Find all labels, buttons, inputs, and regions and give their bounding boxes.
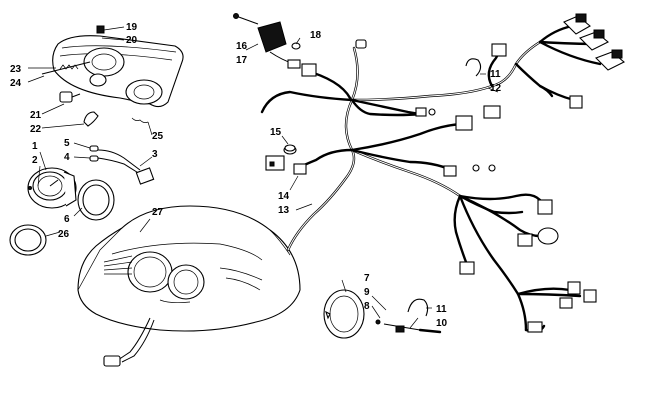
callout-23: 23 bbox=[10, 64, 22, 75]
callout-16: 16 bbox=[236, 41, 248, 52]
callout-12: 12 bbox=[490, 83, 502, 94]
pod-harness bbox=[103, 317, 155, 367]
gauge-1-2 bbox=[27, 151, 77, 209]
callout-24: 24 bbox=[10, 78, 22, 89]
callout-11-upper: 11 bbox=[490, 69, 501, 80]
callout-18: 18 bbox=[310, 30, 322, 41]
callout-20: 20 bbox=[126, 35, 138, 46]
instrument-pod-27 bbox=[77, 205, 301, 332]
bulb-socket-22 bbox=[41, 111, 99, 129]
headlight-assembly bbox=[52, 25, 184, 108]
harness-connectors bbox=[265, 13, 625, 333]
spring-25 bbox=[131, 117, 153, 136]
callout-labels: 19 20 23 24 21 22 25 5 4 3 1 2 6 26 27 1… bbox=[10, 22, 502, 329]
bezel-6 bbox=[73, 179, 115, 221]
callout-3: 3 bbox=[152, 149, 158, 160]
callout-9: 9 bbox=[364, 287, 370, 298]
callout-25: 25 bbox=[152, 131, 164, 142]
callout-17: 17 bbox=[236, 55, 248, 66]
gauge-7 bbox=[323, 279, 365, 339]
callout-7: 7 bbox=[364, 273, 370, 284]
callout-1: 1 bbox=[32, 141, 38, 152]
callout-8: 8 bbox=[364, 301, 370, 312]
bezel-ring-26 bbox=[9, 224, 61, 256]
callout-22: 22 bbox=[30, 124, 42, 135]
gauge-harness-3-4-5 bbox=[73, 142, 155, 185]
fuse-14-15 bbox=[281, 135, 299, 191]
callout-14: 14 bbox=[278, 191, 290, 202]
callout-27: 27 bbox=[152, 207, 164, 218]
clip-19 bbox=[96, 25, 105, 34]
clamp-11-upper bbox=[465, 58, 486, 77]
callout-4: 4 bbox=[64, 152, 70, 163]
adjuster-screw-23-24 bbox=[27, 61, 91, 83]
sensor-8-9-10 bbox=[371, 295, 442, 334]
clamp-11-lower bbox=[407, 298, 432, 317]
callout-19: 19 bbox=[126, 22, 138, 33]
callout-5: 5 bbox=[64, 138, 70, 149]
callout-26: 26 bbox=[58, 229, 70, 240]
callout-2: 2 bbox=[32, 155, 38, 166]
callout-15: 15 bbox=[270, 127, 282, 138]
callout-21: 21 bbox=[30, 110, 42, 121]
callout-6: 6 bbox=[64, 214, 70, 225]
bulb-21 bbox=[41, 91, 81, 115]
callout-13: 13 bbox=[278, 205, 290, 216]
regulator-16-17-18 bbox=[233, 13, 301, 69]
callout-11-lower: 11 bbox=[436, 304, 447, 315]
callout-10: 10 bbox=[436, 318, 448, 329]
